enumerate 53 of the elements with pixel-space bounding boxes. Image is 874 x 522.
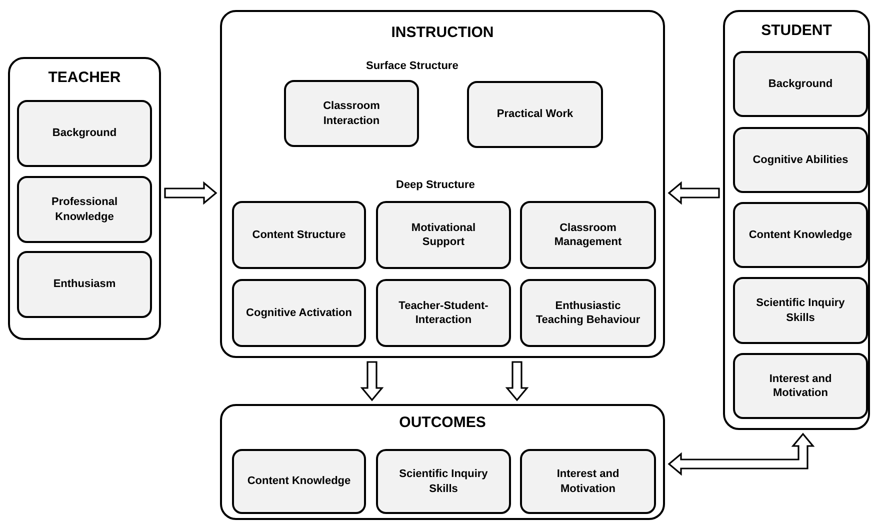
box-label: Classroom Management [553,220,623,250]
group-title: TEACHER [48,69,121,86]
box-label: Interest and Motivation [556,467,620,496]
box-label: Content Knowledge [246,474,352,489]
group-title: INSTRUCTION [391,24,494,41]
box-label: Practical Work [496,107,574,122]
factor-box [376,449,511,514]
box-label: Professional Knowledge [50,195,119,224]
factor-box [17,176,152,243]
factor-box [733,277,868,344]
box-label: Cognitive Activation [245,306,353,320]
group-title: STUDENT [761,22,832,39]
box-label: Interest and Motivation [768,372,833,400]
box-label: Content Structure [251,228,347,242]
factor-box [467,81,603,148]
factor-box [520,201,656,269]
group-panel [220,404,665,520]
factor-box [733,353,868,419]
box-label: Enthusiasm [52,277,117,292]
box-label: Scientific Inquiry Skills [398,467,489,496]
factor-box [284,80,419,147]
factor-box [232,449,366,514]
box-label: Scientific Inquiry Skills [755,296,846,325]
factor-box [376,279,511,347]
factor-box [232,201,366,269]
box-label: Cognitive Abilities [752,152,850,168]
group-panel [723,10,870,430]
factor-box [376,201,511,269]
factor-box [733,51,868,117]
factor-box [232,279,366,347]
box-label: Content Knowledge [748,228,854,242]
factor-box [520,279,656,347]
factor-box [733,127,868,193]
factor-box [17,251,152,318]
block-arrow [668,181,720,205]
block-arrow [360,361,384,402]
box-label: Motivational Support [410,220,477,250]
box-label: Enthusiastic Teaching Behaviour [534,298,642,328]
box-label: Background [51,126,118,141]
box-label: Background [767,76,834,92]
group-panel [8,57,161,340]
section-heading: Surface Structure [366,60,458,72]
block-arrow [505,361,529,402]
block-arrow [668,432,815,476]
box-label: Teacher-Student-Interaction [398,298,490,328]
section-heading: Deep Structure [396,179,475,191]
box-label: Classroom Interaction [322,99,381,128]
factor-box [17,100,152,167]
factor-box [520,449,656,514]
block-arrow [164,181,218,205]
group-title: OUTCOMES [399,414,486,431]
group-panel [220,10,665,358]
factor-box [733,202,868,268]
